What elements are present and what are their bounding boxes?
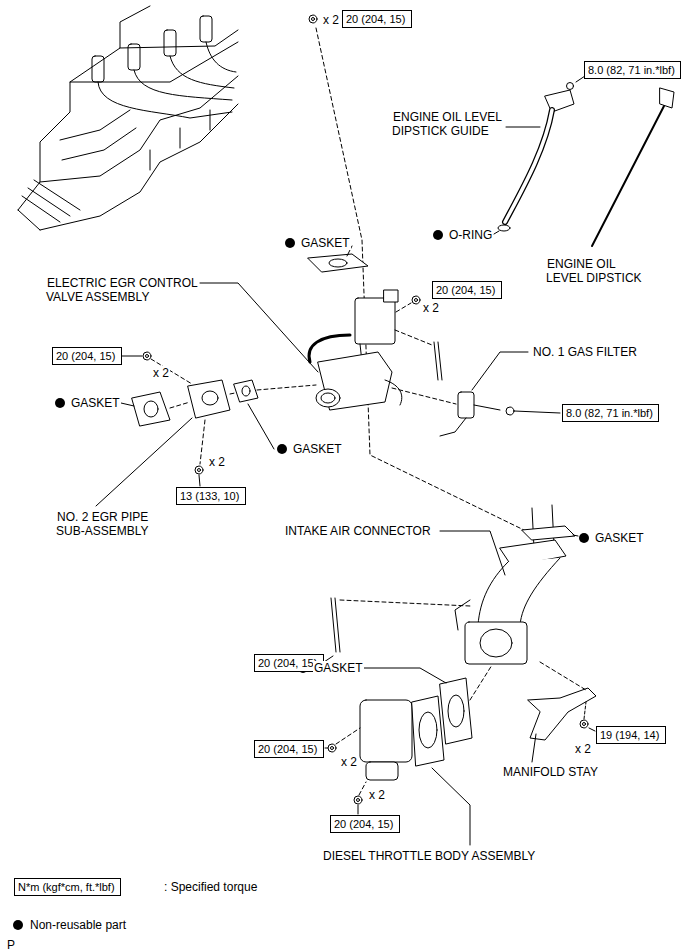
legend-entry: Non-reusable part <box>30 918 126 932</box>
part-name: ENGINE OIL LEVEL DIPSTICK <box>546 257 643 285</box>
legend-entry: : Specified torque <box>164 880 257 894</box>
part-name: MANIFOLD STAY <box>502 765 599 779</box>
torque-box: 20 (204, 15) <box>342 10 412 28</box>
part-name: O-RING <box>448 228 493 242</box>
part-name: GASKET <box>313 661 364 675</box>
engine-sketch <box>18 6 238 230</box>
quantity-label: x 2 <box>208 455 226 469</box>
label-box: P <box>6 938 16 952</box>
bolt-icon <box>195 466 203 486</box>
label-box: ENGINE OIL LEVEL DIPSTICK GUIDE <box>392 110 522 138</box>
label-box: x 2 <box>368 788 386 802</box>
label-box: DIESEL THROTTLE BODY ASSEMBLY <box>322 849 536 863</box>
dipstick-guide <box>505 76 585 222</box>
part-name: INTAKE AIR CONNECTOR <box>284 524 432 538</box>
label-box: x 2 <box>574 742 592 756</box>
label-box: x 2 <box>152 366 170 380</box>
nut-icon <box>325 728 360 752</box>
part-name: NO. 2 EGR PIPE SUB-ASSEMBLY <box>56 510 149 538</box>
label-box: NO. 2 EGR PIPE SUB-ASSEMBLY <box>56 510 166 538</box>
torque-value: 20 (204, 15) <box>56 349 115 363</box>
quantity-label: x 2 <box>574 742 592 756</box>
label-box: GASKET <box>313 661 364 675</box>
stud <box>434 342 442 380</box>
torque-value: 8.0 (82, 71 in.*lbf) <box>588 63 675 77</box>
part-name: GASKET <box>594 531 645 545</box>
part-name: DIESEL THROTTLE BODY ASSEMBLY <box>322 849 536 863</box>
torque-value: 19 (194, 14) <box>600 728 659 742</box>
torque-box: N*m (kgf*cm, ft.*lbf) <box>14 878 121 896</box>
part-name: ENGINE OIL LEVEL DIPSTICK GUIDE <box>392 110 502 138</box>
torque-box: 20 (204, 15) <box>254 740 324 758</box>
torque-box: 20 (204, 15) <box>330 815 400 833</box>
alignment-line <box>316 28 528 532</box>
label-box: O-RING <box>448 228 493 242</box>
o-ring <box>494 225 510 234</box>
label-box: MANIFOLD STAY <box>502 765 599 779</box>
torque-value: 13 (133, 10) <box>180 489 239 503</box>
manifold-stay <box>528 662 596 762</box>
quantity-label: x 2 <box>368 788 386 802</box>
torque-box: 20 (204, 15) <box>432 281 502 299</box>
non-reusable-dot <box>13 230 589 930</box>
label-box: ENGINE OIL LEVEL DIPSTICK <box>546 257 648 285</box>
torque-value: N*m (kgf*cm, ft.*lbf) <box>18 880 115 894</box>
gas-filter <box>392 352 560 436</box>
quantity-label: x 2 <box>340 755 358 769</box>
egr-valve <box>200 283 402 410</box>
gasket-shape <box>121 392 170 426</box>
part-name: NO. 1 GAS FILTER <box>532 345 638 359</box>
torque-value: 20 (204, 15) <box>346 12 405 26</box>
label-box: GASKET <box>292 442 343 456</box>
nut-icon <box>309 15 317 23</box>
quantity-label: x 2 <box>152 366 170 380</box>
torque-box: 20 (204, 15) <box>52 347 122 365</box>
torque-box: 19 (194, 14) <box>596 726 666 744</box>
torque-box: 8.0 (82, 71 in.*lbf) <box>584 61 681 79</box>
label-box: x 2 <box>340 755 358 769</box>
nut-icon <box>412 296 420 304</box>
quantity-label: x 2 <box>322 13 340 27</box>
quantity-label: x 2 <box>422 301 440 315</box>
gasket-shape <box>234 380 274 449</box>
dipstick <box>592 88 674 246</box>
legend-text: : Specified torque <box>164 880 257 894</box>
label-box: INTAKE AIR CONNECTOR <box>284 524 432 538</box>
torque-value: 8.0 (82, 71 in.*lbf) <box>566 406 653 420</box>
stud <box>324 598 470 662</box>
bolt-icon <box>354 782 366 814</box>
part-name: GASKET <box>300 236 351 250</box>
legend-text: Non-reusable part <box>30 918 126 932</box>
torque-value: 20 (204, 15) <box>258 656 317 670</box>
label-box: x 2 <box>422 301 440 315</box>
torque-value: 20 (204, 15) <box>334 817 393 831</box>
torque-box: 13 (133, 10) <box>176 487 246 505</box>
torque-box: 8.0 (82, 71 in.*lbf) <box>562 404 659 422</box>
part-name: GASKET <box>70 396 121 410</box>
torque-value: 20 (204, 15) <box>258 742 317 756</box>
figure-code: P <box>6 938 16 952</box>
label-box: ELECTRIC EGR CONTROL VALVE ASSEMBLY <box>46 276 211 304</box>
label-box: GASKET <box>594 531 645 545</box>
label-box: x 2 <box>208 455 226 469</box>
label-box: GASKET <box>70 396 121 410</box>
torque-value: 20 (204, 15) <box>436 283 495 297</box>
part-name: GASKET <box>292 442 343 456</box>
part-name: ELECTRIC EGR CONTROL VALVE ASSEMBLY <box>46 276 198 304</box>
nut-icon <box>122 352 151 360</box>
intake-connector <box>440 505 578 664</box>
label-box: x 2 <box>322 13 340 27</box>
label-box: GASKET <box>300 236 351 250</box>
label-box: NO. 1 GAS FILTER <box>532 345 638 359</box>
